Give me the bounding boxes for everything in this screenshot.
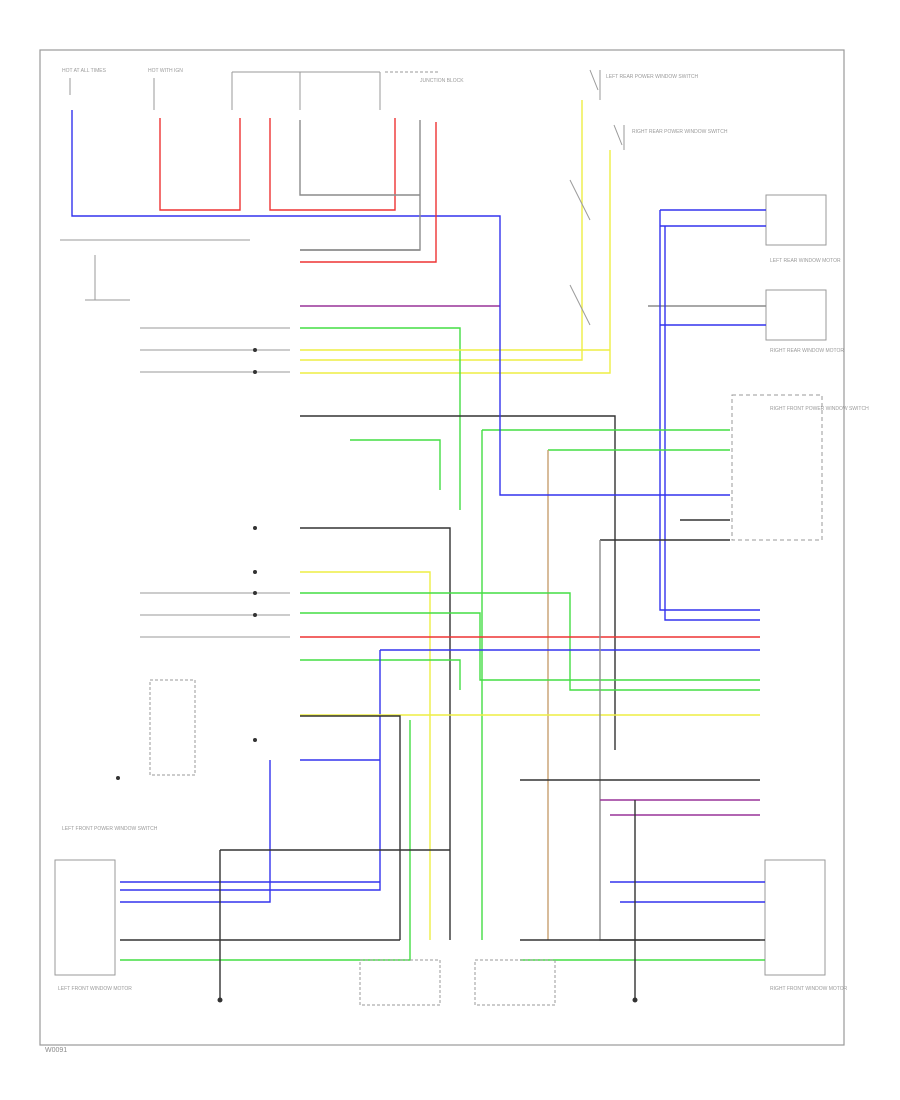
rear-motors: LEFT REAR WINDOW MOTOR RIGHT REAR WINDOW… (648, 194, 844, 621)
left-rear-switch-label: LEFT REAR POWER WINDOW SWITCH (606, 74, 699, 80)
left-front-window-motor (54, 859, 116, 976)
rear-switch-area: LEFT REAR POWER WINDOW SWITCH RIGHT REAR… (300, 69, 728, 374)
right-front-section: RIGHT FRONT WINDOW MOTOR (520, 800, 848, 1000)
left-rear-window-motor (765, 194, 827, 246)
right-rear-switch-label: RIGHT REAR POWER WINDOW SWITCH (632, 129, 728, 135)
right-rear-motor-label: RIGHT REAR WINDOW MOTOR (770, 348, 844, 354)
master-switch-wires (140, 249, 730, 940)
left-front-section: LEFT FRONT POWER WINDOW SWITCH LEFT FRON… (54, 679, 450, 1000)
footer-code: W0091 (45, 1047, 67, 1054)
left-front-motor-label: LEFT FRONT WINDOW MOTOR (58, 986, 132, 992)
bottom-switches (359, 959, 556, 1006)
hot-with-ign-label: HOT WITH IGN (148, 68, 183, 74)
left-front-switch-label: LEFT FRONT POWER WINDOW SWITCH (62, 826, 158, 832)
right-front-motor-label: RIGHT FRONT WINDOW MOTOR (770, 986, 848, 992)
junction-block-label: JUNCTION BLOCK (420, 78, 464, 84)
power-section: HOT AT ALL TIMES HOT WITH IGN JUNCTION B… (62, 68, 501, 300)
lower-wires (120, 527, 760, 941)
right-front-switch-label: RIGHT FRONT POWER WINDOW SWITCH (770, 406, 869, 412)
right-front-window-motor (764, 859, 826, 976)
junction-dots (116, 348, 638, 1003)
right-rear-window-motor (765, 289, 827, 341)
right-front-switch: RIGHT FRONT POWER WINDOW SWITCH (600, 394, 869, 541)
left-rear-motor-label: LEFT REAR WINDOW MOTOR (770, 258, 841, 264)
hot-at-all-times-label: HOT AT ALL TIMES (62, 68, 107, 74)
diagram-border (39, 49, 845, 1046)
